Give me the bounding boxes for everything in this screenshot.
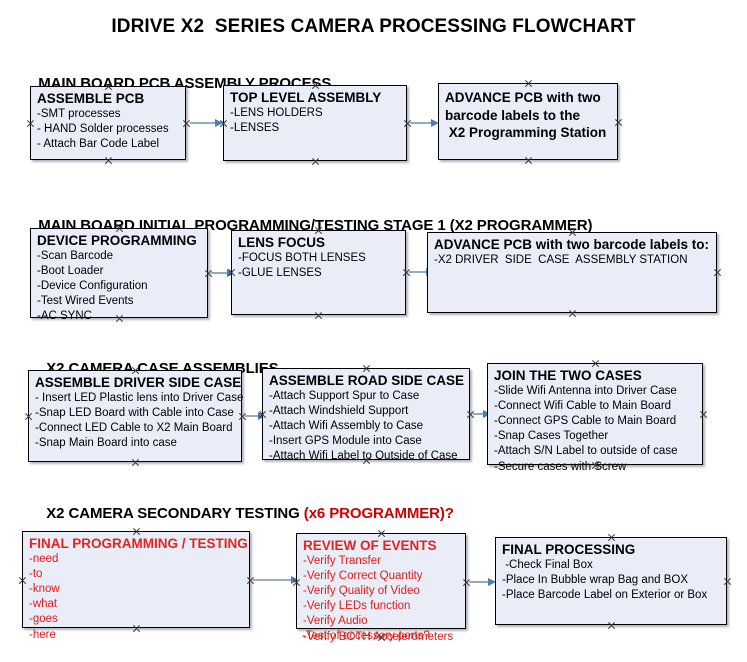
process-box-advance-pcb-programming-station[interactable]: ADVANCE PCB with two barcode labels to t…: [438, 83, 618, 160]
process-box-title: FINAL PROGRAMMING / TESTING: [29, 536, 248, 551]
process-box-line: -Place In Bubble wrap Bag and BOX: [502, 573, 689, 586]
process-box-line: -Scan Barcode: [37, 249, 114, 262]
process-box-title: ADVANCE PCB with two barcode labels to:: [434, 237, 710, 252]
process-box-line: -Attach Wifi Assembly to Case: [269, 419, 424, 432]
connector-arrow-assemble-pcb-to-top-level: [190, 117, 223, 129]
process-box-title: barcode labels to the: [445, 107, 581, 123]
process-box-title: TOP LEVEL ASSEMBLY: [230, 90, 382, 105]
process-box-line: -Verify Quality of Video: [303, 584, 420, 597]
process-box-line: -Verify Audio: [303, 615, 368, 628]
process-box-line: -Connect LED Cable to X2 Main Board: [35, 421, 233, 434]
process-box-title: REVIEW OF EVENTS: [303, 538, 437, 553]
process-box-line: - HAND Solder processes: [37, 122, 169, 135]
process-box-line: -AC SYNC: [37, 310, 92, 323]
process-box-line: -Snap Main Board into case: [35, 437, 177, 450]
process-box-title: ADVANCE PCB with two: [445, 90, 601, 105]
process-box-title: ASSEMBLE ROAD SIDE CASE: [269, 373, 465, 388]
process-box-body: ASSEMBLE DRIVER SIDE CASE - Insert LED P…: [35, 375, 244, 451]
connector-shaft: [253, 579, 292, 581]
process-box-title: ASSEMBLE DRIVER SIDE CASE: [35, 375, 242, 390]
process-box-line: -need: [29, 552, 59, 565]
process-box-line: -LENS HOLDERS: [230, 106, 323, 119]
section-heading-text: X2 CAMERA SECONDARY TESTING: [46, 505, 304, 522]
section-heading-x2-camera-secondary-testing: X2 CAMERA SECONDARY TESTING (x6 PROGRAMM…: [30, 488, 454, 539]
process-box-assemble-pcb[interactable]: ASSEMBLE PCB -SMT processes - HAND Solde…: [30, 86, 186, 160]
process-box-body: ASSEMBLE ROAD SIDE CASE -Attach Support …: [269, 373, 467, 465]
process-box-line: -Snap LED Board with Cable into Case: [35, 406, 234, 419]
connector-arrow-review-events-to-final-processing: [469, 576, 496, 588]
process-box-line: -Secure cases with Screw: [494, 460, 627, 473]
process-box-line: -Place Barcode Label on Exterior or Box: [502, 588, 708, 601]
process-box-device-programming[interactable]: DEVICE PROGRAMMING -Scan Barcode -Boot L…: [30, 228, 208, 322]
connector-shaft: [211, 272, 228, 274]
process-box-line: -what: [29, 598, 58, 611]
process-box-lens-focus[interactable]: LENS FOCUS -FOCUS BOTH LENSES -GLUE LENS…: [231, 230, 406, 315]
process-box-body: TOP LEVEL ASSEMBLY -LENS HOLDERS -LENSES: [230, 90, 404, 136]
process-box-line: -LENSES: [230, 121, 280, 134]
process-box-line: -to: [29, 567, 43, 580]
process-box-line: -Check Final Box: [502, 558, 593, 571]
process-box-line: -Attach Support Spur to Case: [269, 389, 420, 402]
process-box-line: -Verify BOTH Accelerometers: [303, 630, 454, 643]
process-box-line: -Test Wired Events: [37, 295, 134, 308]
process-box-assemble-driver-side-case[interactable]: ASSEMBLE DRIVER SIDE CASE - Insert LED P…: [28, 370, 244, 462]
process-box-line: -Snap Cases Together: [494, 430, 609, 443]
page-title: IDRIVE X2 SERIES CAMERA PROCESSING FLOWC…: [111, 16, 636, 37]
connector-shaft: [245, 415, 259, 417]
process-box-body: REVIEW OF EVENTS -Verify Transfer -Verif…: [303, 538, 463, 645]
process-box-line: -Slide Wifi Antenna into Driver Case: [494, 384, 677, 397]
process-box-final-programming-testing[interactable]: FINAL PROGRAMMING / TESTING -need -to -k…: [22, 531, 250, 641]
process-box-line: -here: [29, 628, 56, 641]
process-box-final-processing[interactable]: FINAL PROCESSING -Check Final Box -Place…: [495, 537, 727, 625]
process-box-body: JOIN THE TWO CASES -Slide Wifi Antenna i…: [494, 368, 700, 475]
process-box-line: -Attach Windshield Support: [269, 404, 409, 417]
process-box-body: LENS FOCUS -FOCUS BOTH LENSES -GLUE LENS…: [238, 235, 403, 281]
process-box-title: JOIN THE TWO CASES: [494, 368, 642, 383]
process-box-body: ADVANCE PCB with two barcode labels to t…: [445, 89, 615, 142]
section-heading-accent: (x6 PROGRAMMER)?: [303, 505, 454, 522]
process-box-body: ADVANCE PCB with two barcode labels to: …: [434, 237, 714, 268]
process-box-title: FINAL PROCESSING: [502, 542, 636, 557]
process-box-title: ASSEMBLE PCB: [37, 91, 145, 106]
connector-shaft: [410, 122, 432, 124]
process-box-line: -Insert GPS Module into Case: [269, 435, 422, 448]
process-box-title: X2 Programming Station: [445, 125, 607, 140]
process-box-review-of-events[interactable]: REVIEW OF EVENTS -Verify Transfer -Verif…: [296, 533, 466, 643]
process-box-body: FINAL PROCESSING -Check Final Box -Place…: [502, 542, 724, 603]
connector-shaft: [469, 581, 489, 583]
connector-shaft: [409, 271, 427, 273]
connector-shaft: [473, 413, 484, 415]
process-box-line: -Connect GPS Cable to Main Board: [494, 414, 677, 427]
process-box-line: -Attach S/N Label to outside of case: [494, 445, 678, 458]
process-box-body: DEVICE PROGRAMMING -Scan Barcode -Boot L…: [37, 233, 205, 325]
process-box-line: -Connect Wifi Cable to Main Board: [494, 399, 672, 412]
process-box-line: -Verify Correct Quantity: [303, 569, 423, 582]
process-box-line: -know: [29, 582, 60, 595]
process-box-line: - Insert LED Plastic lens into Driver Ca…: [35, 391, 244, 404]
process-box-overflow-line: -Test of accessory ports?: [302, 630, 430, 642]
process-box-line: -goes: [29, 613, 58, 626]
process-box-join-the-two-cases[interactable]: JOIN THE TWO CASES -Slide Wifi Antenna i…: [487, 363, 703, 473]
arrow-head-icon: [215, 118, 223, 127]
connector-arrow-top-level-to-advance-pcb: [410, 117, 439, 129]
process-box-body: FINAL PROGRAMMING / TESTING -need -to -k…: [29, 536, 248, 643]
process-box-assemble-road-side-case[interactable]: ASSEMBLE ROAD SIDE CASE -Attach Support …: [262, 368, 470, 462]
process-box-line: -SMT processes: [37, 107, 121, 120]
process-box-line: -Verify LEDs function: [303, 600, 411, 613]
process-box-body: ASSEMBLE PCB -SMT processes - HAND Solde…: [37, 91, 183, 152]
process-box-line: -Device Configuration: [37, 279, 148, 292]
process-box-top-level-assembly[interactable]: TOP LEVEL ASSEMBLY -LENS HOLDERS -LENSES: [223, 85, 407, 161]
process-box-line: -Attach Wifi Label to Outside of Case: [269, 450, 458, 463]
process-box-line: -Verify Transfer: [303, 554, 381, 567]
connector-arrow-final-programming-to-review-events: [253, 574, 299, 586]
process-box-line: - Attach Bar Code Label: [37, 137, 160, 150]
process-box-title: LENS FOCUS: [238, 235, 326, 250]
process-box-title: DEVICE PROGRAMMING: [37, 233, 197, 248]
connector-shaft: [190, 122, 216, 124]
process-box-line: -Boot Loader: [37, 264, 104, 277]
process-box-line: -FOCUS BOTH LENSES: [238, 251, 366, 264]
process-box-advance-pcb-driver-side-station[interactable]: ADVANCE PCB with two barcode labels to: …: [427, 232, 717, 313]
process-box-line: -X2 DRIVER SIDE CASE ASSEMBLY STATION: [434, 253, 688, 266]
process-box-line: -GLUE LENSES: [238, 266, 322, 279]
